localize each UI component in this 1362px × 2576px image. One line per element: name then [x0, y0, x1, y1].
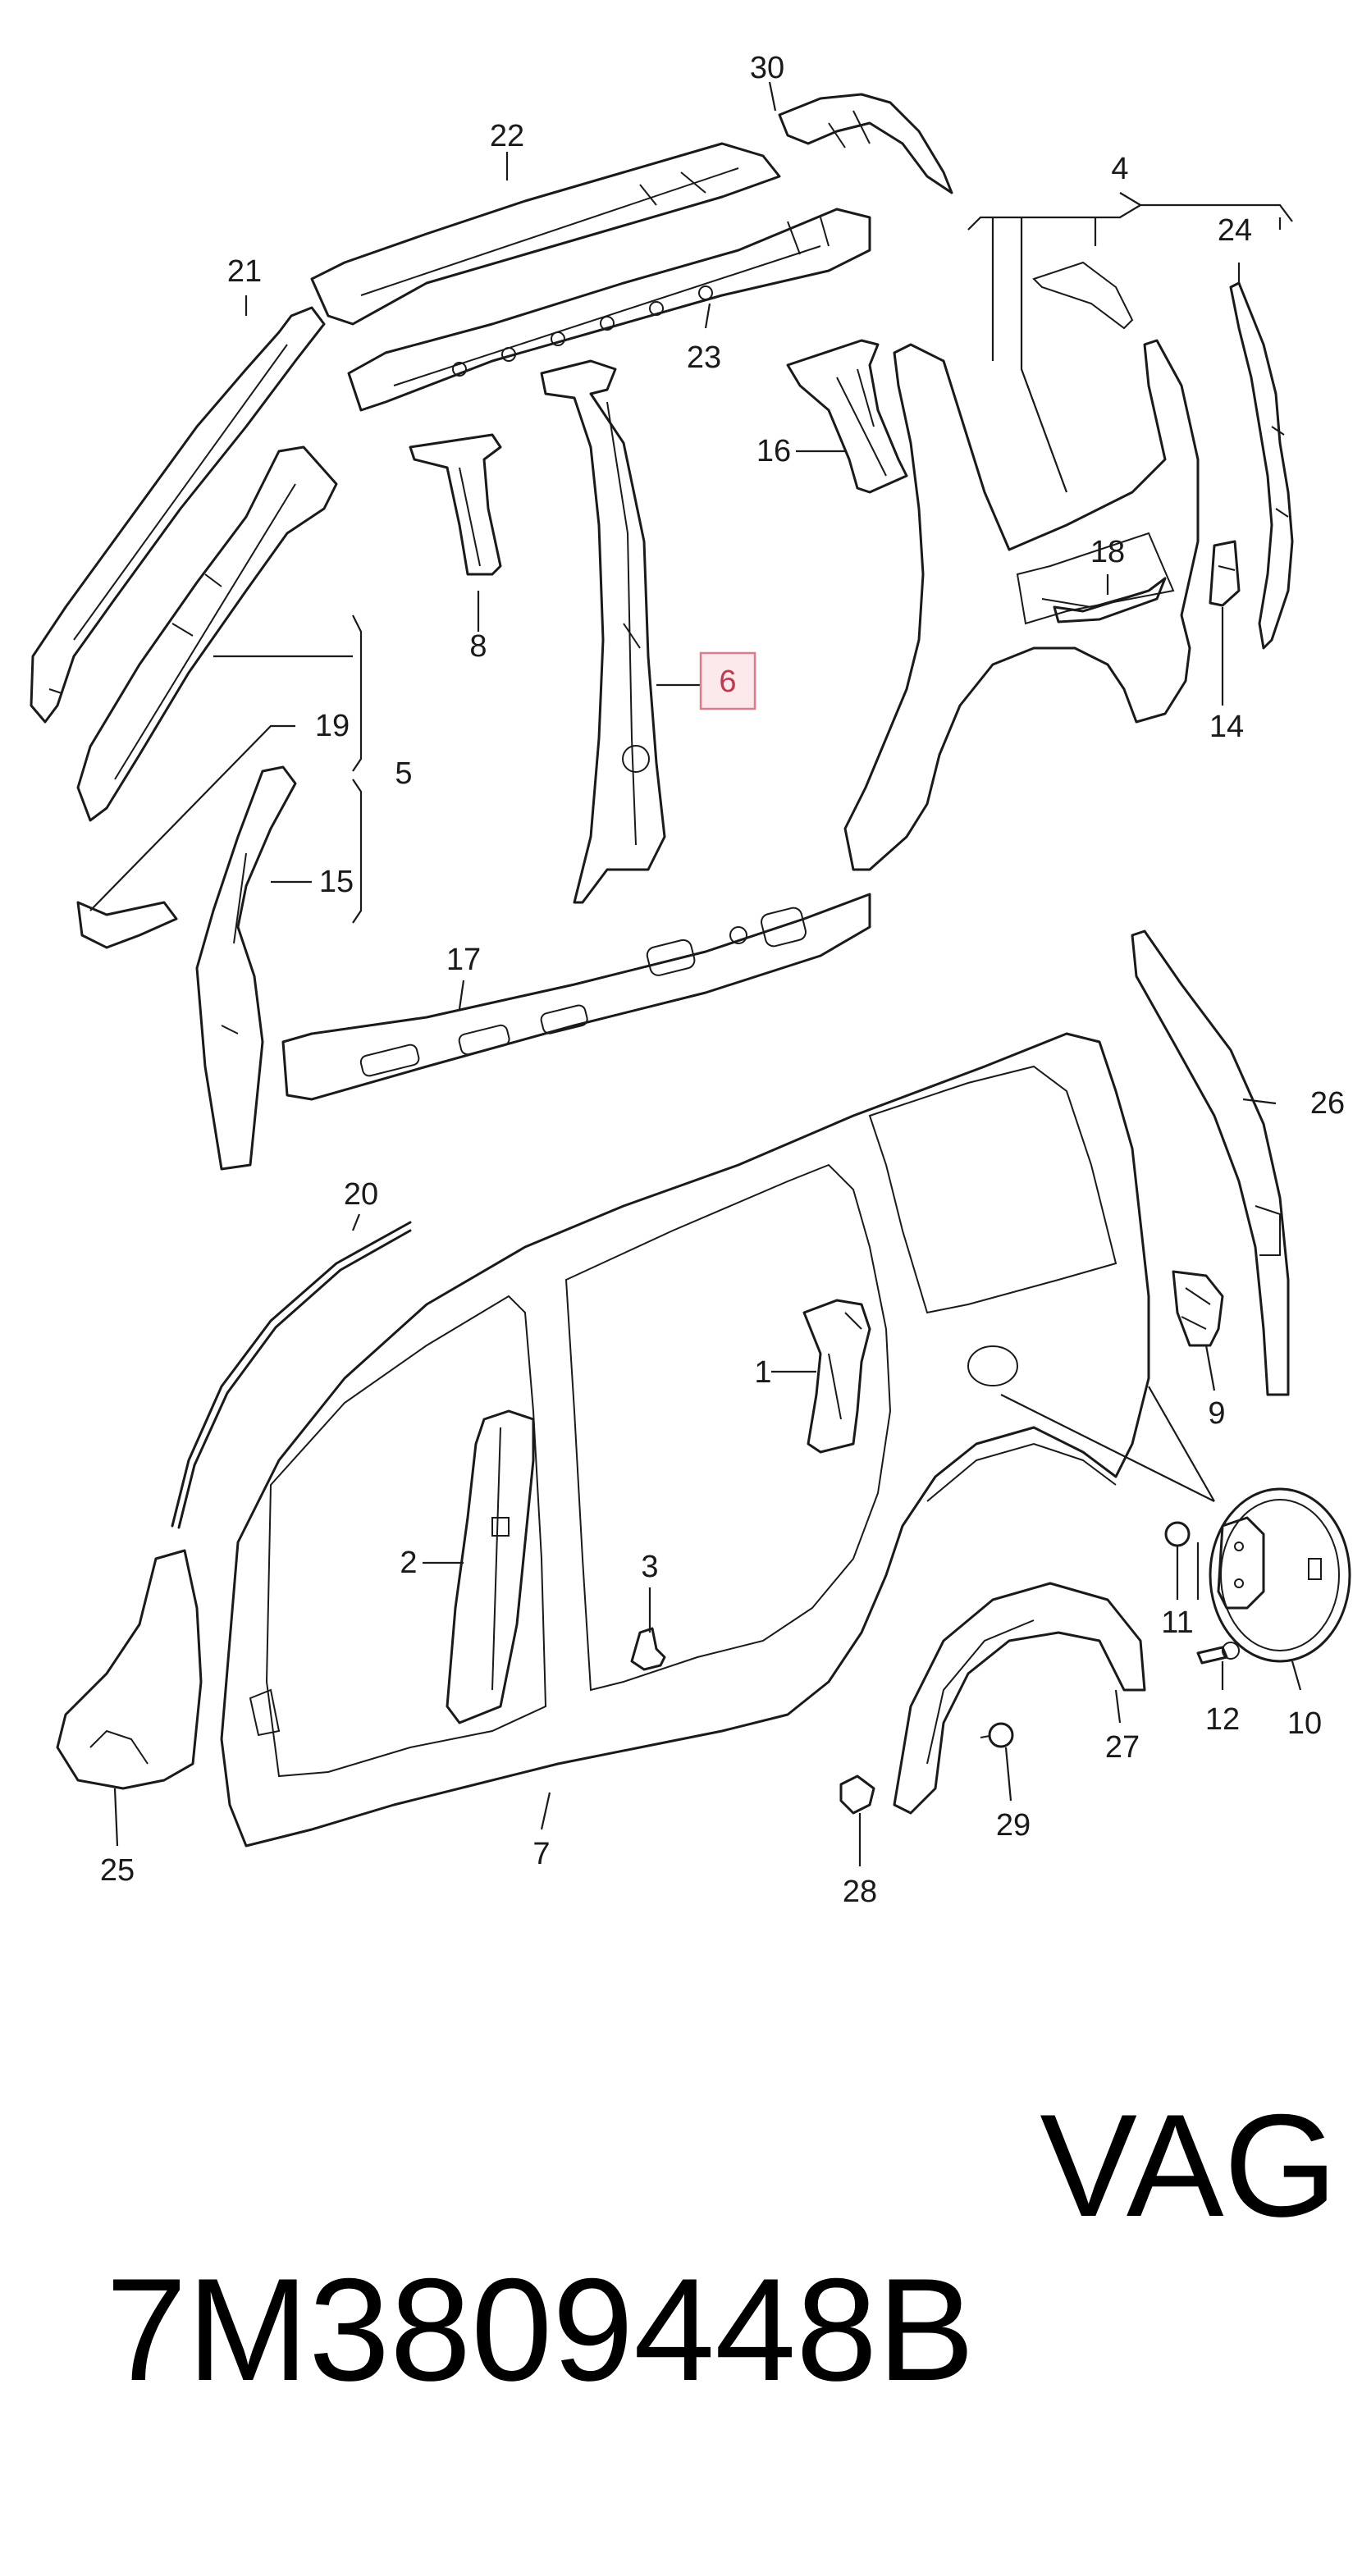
- part-14-shape: [1209, 540, 1241, 607]
- part-30-shape: [778, 93, 953, 194]
- label-29: 29: [996, 1808, 1031, 1843]
- label-4: 4: [1111, 152, 1128, 186]
- part-4-shape: [843, 261, 1200, 871]
- part-19-shape: [76, 445, 338, 822]
- leader-lines: [89, 81, 1302, 1866]
- label-21: 21: [227, 254, 262, 289]
- label-27: 27: [1105, 1730, 1140, 1765]
- part-22-shape: [310, 142, 781, 326]
- parts-diagram: 30 22 4 24 21 23 16 8 18 6 14 19 5 15 17…: [30, 51, 1351, 1909]
- part-18-shape: [1053, 577, 1167, 623]
- label-19: 19: [315, 709, 350, 743]
- highlight-box: [699, 651, 756, 710]
- part-20-shape: [171, 1221, 412, 1529]
- part-25-shape: [56, 1549, 203, 1790]
- part-29-shape: [980, 1722, 1014, 1748]
- label-1: 1: [754, 1355, 771, 1390]
- part-15-shape: [195, 765, 297, 1171]
- label-11: 11: [1161, 1605, 1193, 1640]
- part-26-shape: [1131, 929, 1290, 1396]
- part-10-shape: [1209, 1487, 1351, 1663]
- label-23: 23: [687, 340, 721, 375]
- brand-name: VAG: [1040, 2084, 1337, 2247]
- label-26: 26: [1310, 1086, 1345, 1121]
- part-2-shape: [446, 1409, 535, 1724]
- part-7-shape: [220, 1032, 1150, 1848]
- label-18: 18: [1090, 535, 1125, 569]
- part-number: 7M3809448B: [105, 2248, 975, 2411]
- label-20: 20: [344, 1177, 378, 1212]
- label-10: 10: [1287, 1706, 1322, 1741]
- part-28-shape: [839, 1774, 875, 1815]
- label-17: 17: [446, 943, 481, 977]
- part-16-shape: [786, 339, 908, 494]
- label-3: 3: [641, 1550, 658, 1584]
- part-24-shape: [1229, 281, 1294, 650]
- part-8-shape: [409, 433, 502, 576]
- label-8: 8: [469, 629, 487, 664]
- part-9-shape: [1172, 1270, 1224, 1347]
- part-6-shape: [540, 359, 666, 904]
- label-7: 7: [532, 1837, 550, 1871]
- label-24: 24: [1218, 213, 1252, 248]
- label-16: 16: [756, 434, 791, 468]
- label-14: 14: [1209, 710, 1244, 744]
- part-11-shape: [1164, 1521, 1191, 1547]
- label-9: 9: [1208, 1396, 1225, 1431]
- label-12: 12: [1205, 1702, 1240, 1737]
- label-15: 15: [319, 865, 354, 899]
- label-6: 6: [719, 665, 736, 699]
- part-1-shape: [802, 1299, 871, 1454]
- label-30: 30: [750, 51, 784, 85]
- part-3-shape: [630, 1627, 666, 1671]
- part-bracket-shape: [76, 901, 178, 949]
- footer: 7M3809448B VAG: [25, 2084, 1337, 2411]
- fuel-door-hinge-shape: [1217, 1516, 1265, 1610]
- part-23-shape: [347, 208, 871, 412]
- label-28: 28: [843, 1875, 877, 1909]
- label-25: 25: [100, 1853, 135, 1888]
- part-21-shape: [30, 306, 326, 724]
- part-12-shape: [1196, 1642, 1240, 1665]
- callout-labels: 30 22 4 24 21 23 16 8 18 6 14 19 5 15 17…: [100, 51, 1345, 1909]
- part-27-shape: [893, 1582, 1146, 1815]
- label-2: 2: [400, 1546, 417, 1580]
- label-22: 22: [490, 119, 524, 153]
- part-17-shape: [281, 893, 871, 1101]
- label-5: 5: [395, 756, 412, 791]
